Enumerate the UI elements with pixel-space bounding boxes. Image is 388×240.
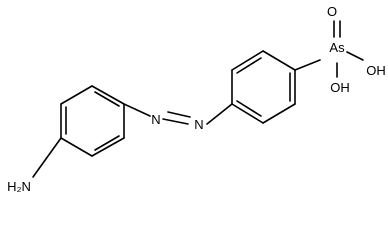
arsenic-atom-label: As [329,40,345,55]
arsonic-acid-group [294,20,364,78]
nitrogen-atom-label-left: N [151,112,160,127]
amine-bond [32,137,62,178]
hydroxyl-top-label: OH [366,63,386,78]
azo-linker [123,103,233,125]
oxygen-atom-label: O [327,4,337,19]
amine-group-label: H₂N [7,179,31,194]
left-benzene-ring [60,85,125,157]
nitrogen-atom-label-right: N [194,117,203,132]
right-benzene-ring [231,50,296,124]
structure-canvas: O As OH OH N N H₂N [7,4,386,194]
chemical-structure: O As OH OH N N H₂N [7,4,386,194]
hydroxyl-bottom-label: OH [330,80,350,95]
